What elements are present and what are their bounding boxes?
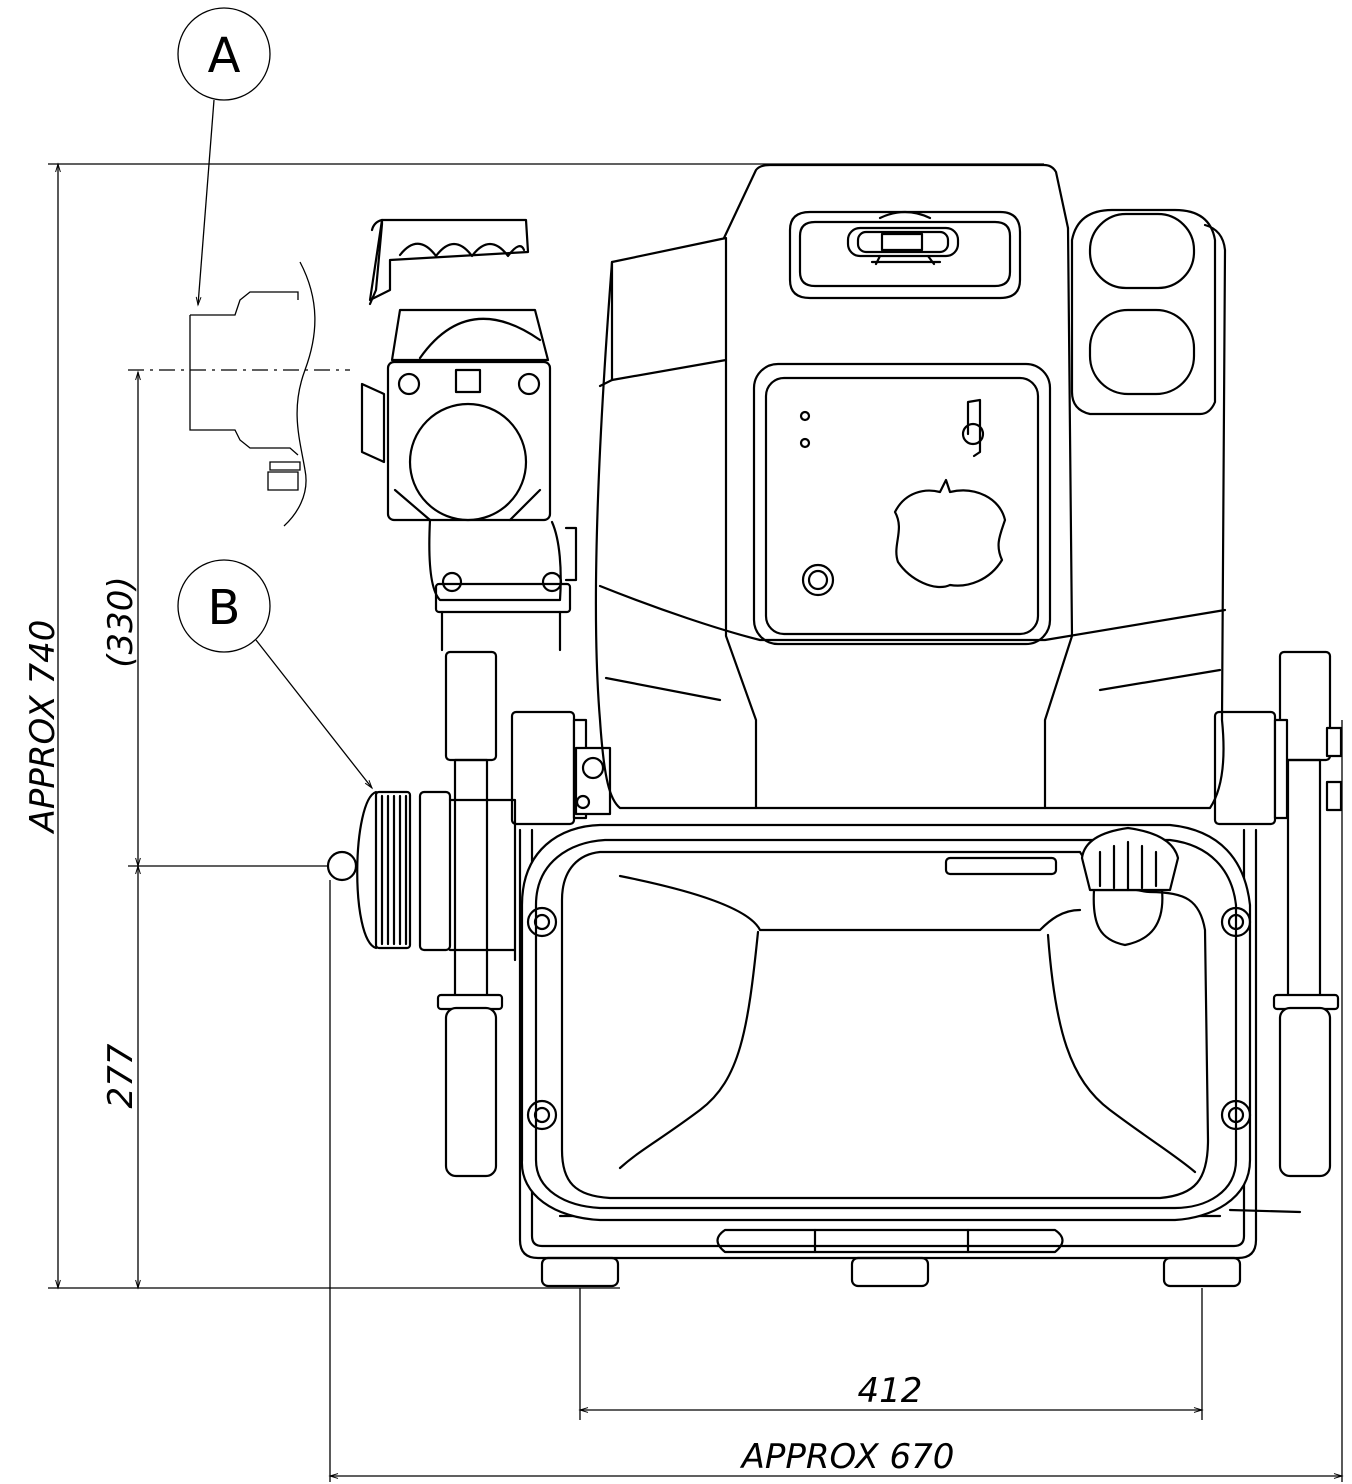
callout-b: B bbox=[177, 559, 374, 790]
callout-a: A bbox=[177, 7, 271, 307]
fuel-cap-icon[interactable] bbox=[1080, 826, 1180, 947]
callout-a-label: A bbox=[208, 28, 241, 84]
callout-a-leader bbox=[195, 99, 215, 307]
foot-right bbox=[1162, 1256, 1242, 1288]
engine-switch-icon[interactable] bbox=[961, 398, 985, 458]
air-filter-housing bbox=[1070, 208, 1217, 416]
inlet-height-label: 277 bbox=[101, 1043, 141, 1108]
callout-b-leader bbox=[255, 639, 374, 790]
callout-b-circle bbox=[177, 559, 271, 653]
foot-span-label: 412 bbox=[858, 1371, 923, 1411]
pump-outlet bbox=[360, 218, 578, 652]
handle-right bbox=[1272, 650, 1340, 1178]
control-panel-inner bbox=[764, 376, 1040, 636]
dimension-outlet-height: (330) bbox=[101, 370, 141, 868]
frame-brackets bbox=[510, 710, 1343, 826]
engine-body bbox=[594, 163, 1227, 810]
inlet-cap-icon[interactable] bbox=[326, 850, 358, 882]
dimension-overall-width: APPROX 670 bbox=[328, 720, 1344, 1482]
dimension-foot-span: 412 bbox=[578, 1288, 1204, 1420]
dimension-overall-height: APPROX 740 bbox=[23, 162, 1044, 1290]
handle-left bbox=[436, 650, 504, 1178]
foot-left bbox=[540, 1256, 620, 1288]
indicator-light-2 bbox=[799, 437, 811, 449]
pump-feet bbox=[540, 1256, 1242, 1288]
outlet-height-label: (330) bbox=[101, 576, 141, 667]
outlet-port bbox=[408, 402, 528, 522]
fuel-lever-icon[interactable] bbox=[846, 210, 960, 266]
pump-inlet bbox=[326, 790, 517, 962]
choke-knob-icon[interactable] bbox=[801, 563, 835, 597]
overall-width-label: APPROX 670 bbox=[740, 1437, 955, 1477]
callout-b-label: B bbox=[208, 580, 241, 636]
callout-a-circle bbox=[177, 7, 271, 101]
indicator-light-1 bbox=[799, 410, 811, 422]
detail-a-outlet-profile bbox=[128, 261, 350, 527]
dimension-inlet-height: 277 bbox=[101, 864, 328, 1290]
foot-center bbox=[850, 1256, 930, 1288]
overall-height-label: APPROX 740 bbox=[23, 620, 63, 835]
fuel-tank bbox=[520, 823, 1252, 1222]
throttle-star-knob[interactable] bbox=[893, 478, 1007, 589]
